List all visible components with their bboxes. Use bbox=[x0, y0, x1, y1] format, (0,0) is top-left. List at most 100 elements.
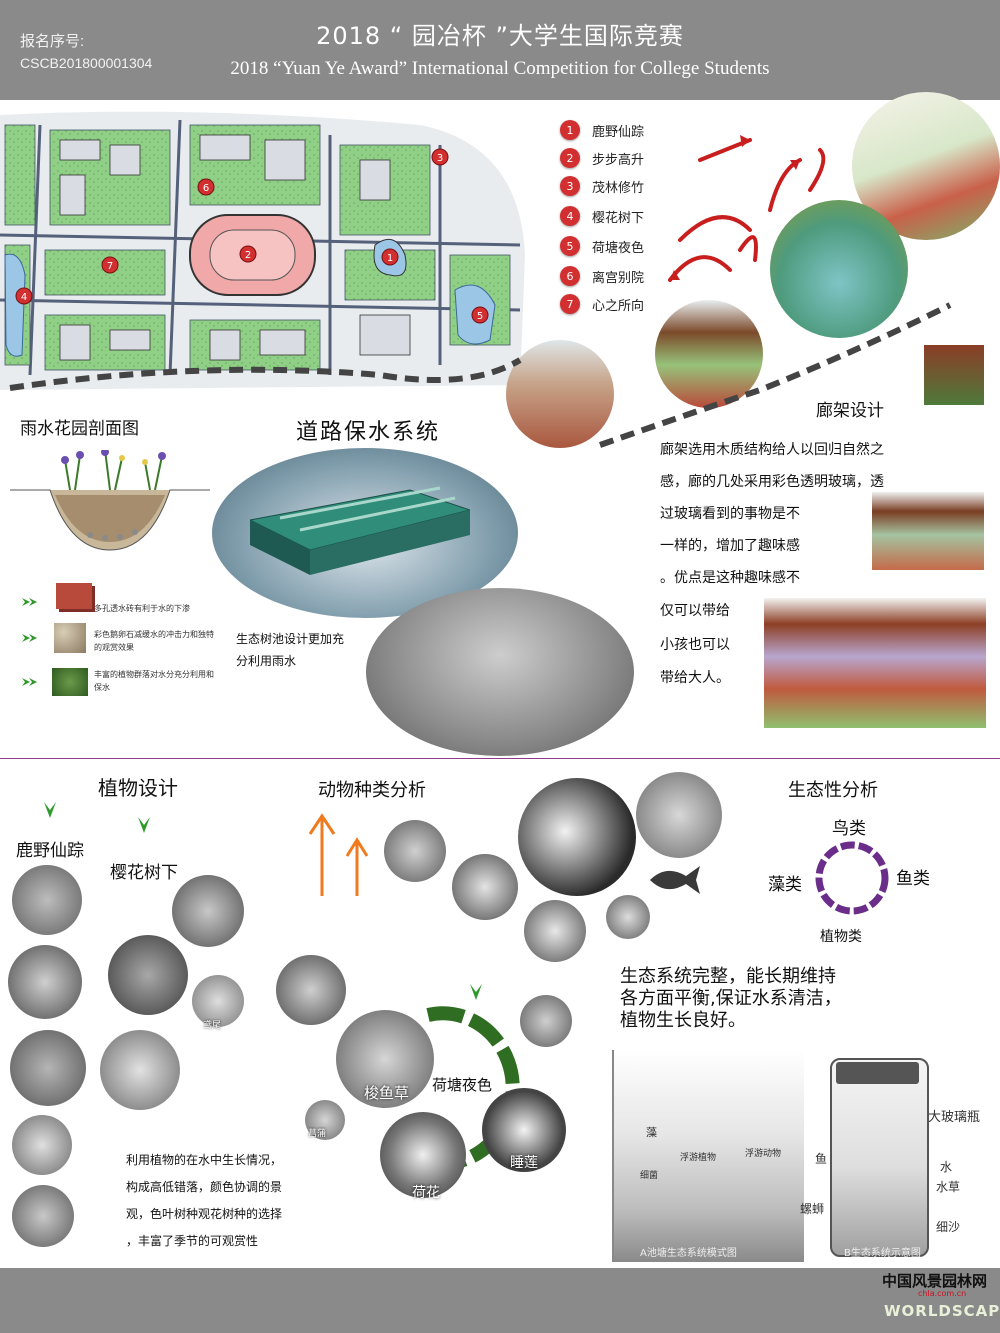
pergola-render-circle-2 bbox=[655, 300, 763, 408]
permeable-brick-icon bbox=[56, 583, 92, 609]
ecology-plants: 植物类 bbox=[820, 929, 862, 945]
pergola-text-line-1: 廊架选用木质结构给人以回归自然之 bbox=[660, 442, 884, 458]
legend-label: 离宫别院 bbox=[592, 270, 645, 286]
fish-icon bbox=[650, 866, 700, 894]
plant-photo-flower bbox=[12, 1115, 72, 1175]
legend-badge: 2 bbox=[560, 148, 580, 168]
plant-photo-leaves bbox=[8, 945, 82, 1019]
road-system-title: 道路保水系统 bbox=[296, 420, 441, 445]
plant-label-lotus: 荷花 bbox=[412, 1185, 440, 1201]
pergola-text-line-2: 感，廊的几处采用彩色透明玻璃，透 bbox=[660, 474, 884, 490]
down-arrow-icon bbox=[470, 984, 482, 1000]
map-marker-1: 1 bbox=[387, 253, 393, 264]
footer-logo-url: chla.com.cn bbox=[918, 1289, 967, 1298]
map-marker-7: 7 bbox=[107, 261, 113, 272]
pergola-title: 廊架设计 bbox=[816, 401, 884, 421]
ecology-statement-line-3: 植物生长良好。 bbox=[620, 1010, 746, 1031]
pebble-icon bbox=[54, 623, 86, 653]
legend-item-7: 7 心之所向 bbox=[560, 294, 644, 314]
sketch-label-bacteria: 细菌 bbox=[640, 1171, 659, 1181]
plant-description-line-3: 观，色叶树种观花树种的选择 bbox=[126, 1207, 283, 1221]
sketch-label-waterweed: 水草 bbox=[936, 1180, 961, 1194]
ecology-algae: 藻类 bbox=[768, 875, 802, 895]
legend-label: 樱花树下 bbox=[592, 210, 645, 226]
pergola-text-line-5: 。优点是这种趣味感不 bbox=[660, 570, 800, 586]
map-marker-5: 5 bbox=[477, 311, 483, 322]
pergola-render-large bbox=[764, 598, 986, 728]
registration-label: 报名序号: bbox=[20, 33, 85, 50]
campus-site-plan: 1 2 3 4 5 6 7 bbox=[0, 111, 525, 390]
plant-description-line-4: ，丰富了季节的可观赏性 bbox=[126, 1234, 259, 1248]
plant-photo-blossom bbox=[100, 1030, 180, 1110]
map-marker-6: 6 bbox=[203, 183, 209, 194]
registration-number: CSCB201800001304 bbox=[20, 55, 153, 71]
animal-photo-beetle bbox=[636, 772, 722, 858]
plant-photo-small bbox=[305, 1100, 345, 1140]
pergola-text-line-6: 仅可以带给 bbox=[660, 603, 730, 619]
plant-photo-reeds bbox=[10, 1030, 86, 1106]
sketch-label-snail: 螺蛳 bbox=[800, 1202, 825, 1216]
footer-bar bbox=[0, 1268, 1000, 1333]
legend-badge: 1 bbox=[560, 120, 580, 140]
title-chinese: 2018 “ 园冶杯 ”大学生国际竞赛 bbox=[316, 22, 684, 50]
ecology-statement-line-2: 各方面平衡,保证水系清洁， bbox=[620, 988, 842, 1009]
legend-badge: 4 bbox=[560, 206, 580, 226]
plant-photo-fern bbox=[276, 955, 346, 1025]
pond-render-circle bbox=[770, 200, 908, 338]
legend-label: 步步高升 bbox=[592, 152, 645, 168]
plant-label-pickerelweed: 梭鱼草 bbox=[364, 1084, 410, 1102]
walkway-render-circle bbox=[506, 340, 614, 448]
plant-photo-tree-1 bbox=[172, 875, 244, 947]
plant-design-title: 植物设计 bbox=[98, 776, 178, 800]
legend-label: 荷塘夜色 bbox=[592, 240, 645, 256]
sketch-label-zooplankton: 浮游动物 bbox=[745, 1149, 782, 1159]
footer-logo-en: WORLDSCAPE bbox=[884, 1302, 1000, 1320]
plant-label-iris: 鸢尾 bbox=[203, 1021, 222, 1031]
plant-description-line-1: 利用植物的在水中生长情况， bbox=[126, 1153, 283, 1167]
jar-lid bbox=[836, 1062, 919, 1084]
pergola-text-line-7: 小孩也可以 bbox=[660, 637, 730, 653]
rain-garden-item-3: 丰富的植物群落对水分充分利用和保水 bbox=[94, 670, 214, 692]
pond-ecosystem-sketch bbox=[612, 1050, 804, 1262]
plant-photo-sweetflag bbox=[520, 995, 572, 1047]
pergola-thumbnail-1 bbox=[924, 345, 984, 405]
plant-label-lotus-pond: 荷塘夜色 bbox=[432, 1076, 493, 1094]
ecology-title: 生态性分析 bbox=[788, 780, 878, 801]
legend-badge: 3 bbox=[560, 176, 580, 196]
plant-photo-iris bbox=[192, 975, 244, 1027]
sketch-label-fish: 鱼 bbox=[815, 1152, 828, 1166]
title-english: 2018 “Yuan Ye Award” International Compe… bbox=[230, 58, 770, 79]
sketch-caption-b: B生态系统示意图 bbox=[844, 1248, 921, 1259]
section-divider bbox=[0, 758, 1000, 759]
legend-item-4: 4 樱花树下 bbox=[560, 206, 644, 226]
legend-item-1: 1 鹿野仙踪 bbox=[560, 120, 644, 140]
animal-photo-bird bbox=[452, 854, 518, 920]
road-system-cutaway bbox=[250, 486, 470, 575]
plant-photo-waterlily bbox=[482, 1088, 566, 1172]
tree-pit-render bbox=[366, 588, 634, 756]
plant-label-deer: 鹿野仙踪 bbox=[16, 841, 84, 861]
ecology-ring bbox=[815, 841, 889, 915]
ecology-statement-line-1: 生态系统完整，能长期维持 bbox=[620, 966, 836, 987]
sketch-label-jar: 大玻璃瓶 bbox=[928, 1110, 981, 1125]
map-marker-2: 2 bbox=[245, 250, 251, 261]
plant-photo-pickerelweed bbox=[336, 1010, 434, 1108]
plant-label-sakura: 樱花树下 bbox=[110, 863, 178, 883]
rain-garden-item-1: 多孔透水砖有利于水的下渗 bbox=[94, 604, 190, 613]
plant-label-waterlily: 睡莲 bbox=[510, 1155, 538, 1171]
up-arrows-icon bbox=[308, 813, 369, 896]
dashed-path-divider bbox=[9, 302, 952, 448]
pergola-thumbnail-2 bbox=[872, 492, 984, 570]
legend-badge: 6 bbox=[560, 266, 580, 286]
legend-item-2: 2 步步高升 bbox=[560, 148, 644, 168]
plant-community-icon bbox=[52, 668, 88, 696]
sketch-label-phytoplankton: 浮游植物 bbox=[680, 1153, 717, 1163]
header-bar bbox=[0, 0, 1000, 100]
plant-label-calamus: 菖蒲 bbox=[308, 1129, 327, 1139]
sketch-label-sand: 细沙 bbox=[936, 1220, 961, 1234]
animal-photo-dragonfly bbox=[384, 820, 446, 882]
pergola-text-line-4: 一样的，增加了趣味感 bbox=[660, 538, 800, 554]
jar-ecosystem-sketch bbox=[830, 1058, 929, 1257]
rain-garden-bullets bbox=[22, 598, 37, 686]
animal-photo-butterfly bbox=[606, 895, 650, 939]
